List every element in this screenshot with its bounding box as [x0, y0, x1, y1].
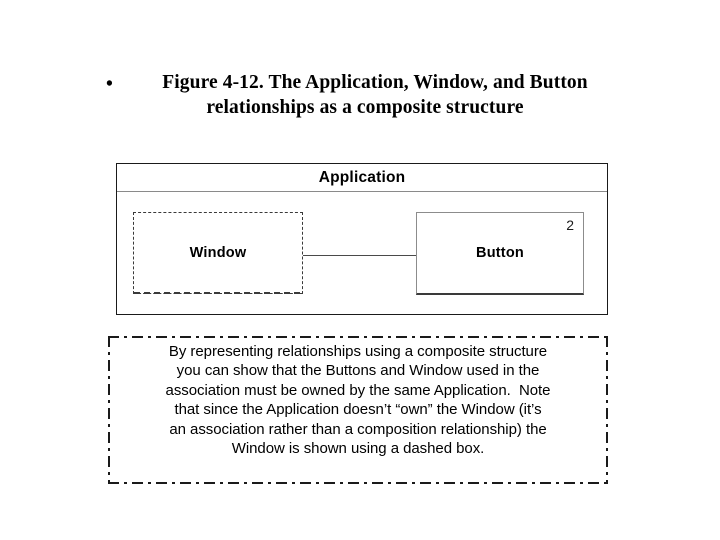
page-title: • Figure 4-12. The Application, Window, … [100, 70, 630, 120]
button-part-label: Button [476, 245, 524, 261]
application-class-name: Application [318, 168, 406, 186]
note-line-3: association must be owned by the same Ap… [165, 381, 551, 399]
note-line-2: you can show that the Buttons and Window… [176, 362, 540, 380]
note-text: By representing relationships using a co… [116, 342, 600, 458]
note-border-right [606, 336, 608, 484]
page-title-line-2: relationships as a composite structure [206, 97, 524, 118]
window-part-label: Window [189, 245, 247, 261]
button-part-box: Button 2 [416, 212, 584, 295]
explanatory-note-box: By representing relationships using a co… [108, 336, 608, 484]
button-multiplicity-label: 2 [566, 217, 574, 233]
note-border-left [108, 336, 110, 484]
window-part-box: Window [133, 212, 303, 294]
note-line-5: an association rather than a composition… [169, 420, 547, 438]
association-connector-line [303, 255, 416, 256]
note-line-4: that since the Application doesn’t “own”… [174, 401, 542, 419]
bullet-icon: • [106, 74, 113, 95]
note-border-top [108, 336, 608, 338]
page-title-line-1: Figure 4-12. The Application, Window, an… [162, 72, 588, 93]
note-line-1: By representing relationships using a co… [168, 343, 548, 360]
note-border-bottom [108, 482, 608, 484]
application-name-compartment: Application [117, 164, 607, 192]
note-line-6: Window is shown using a dashed box. [231, 440, 485, 458]
application-composite-box: Application Window Button 2 [116, 163, 608, 315]
